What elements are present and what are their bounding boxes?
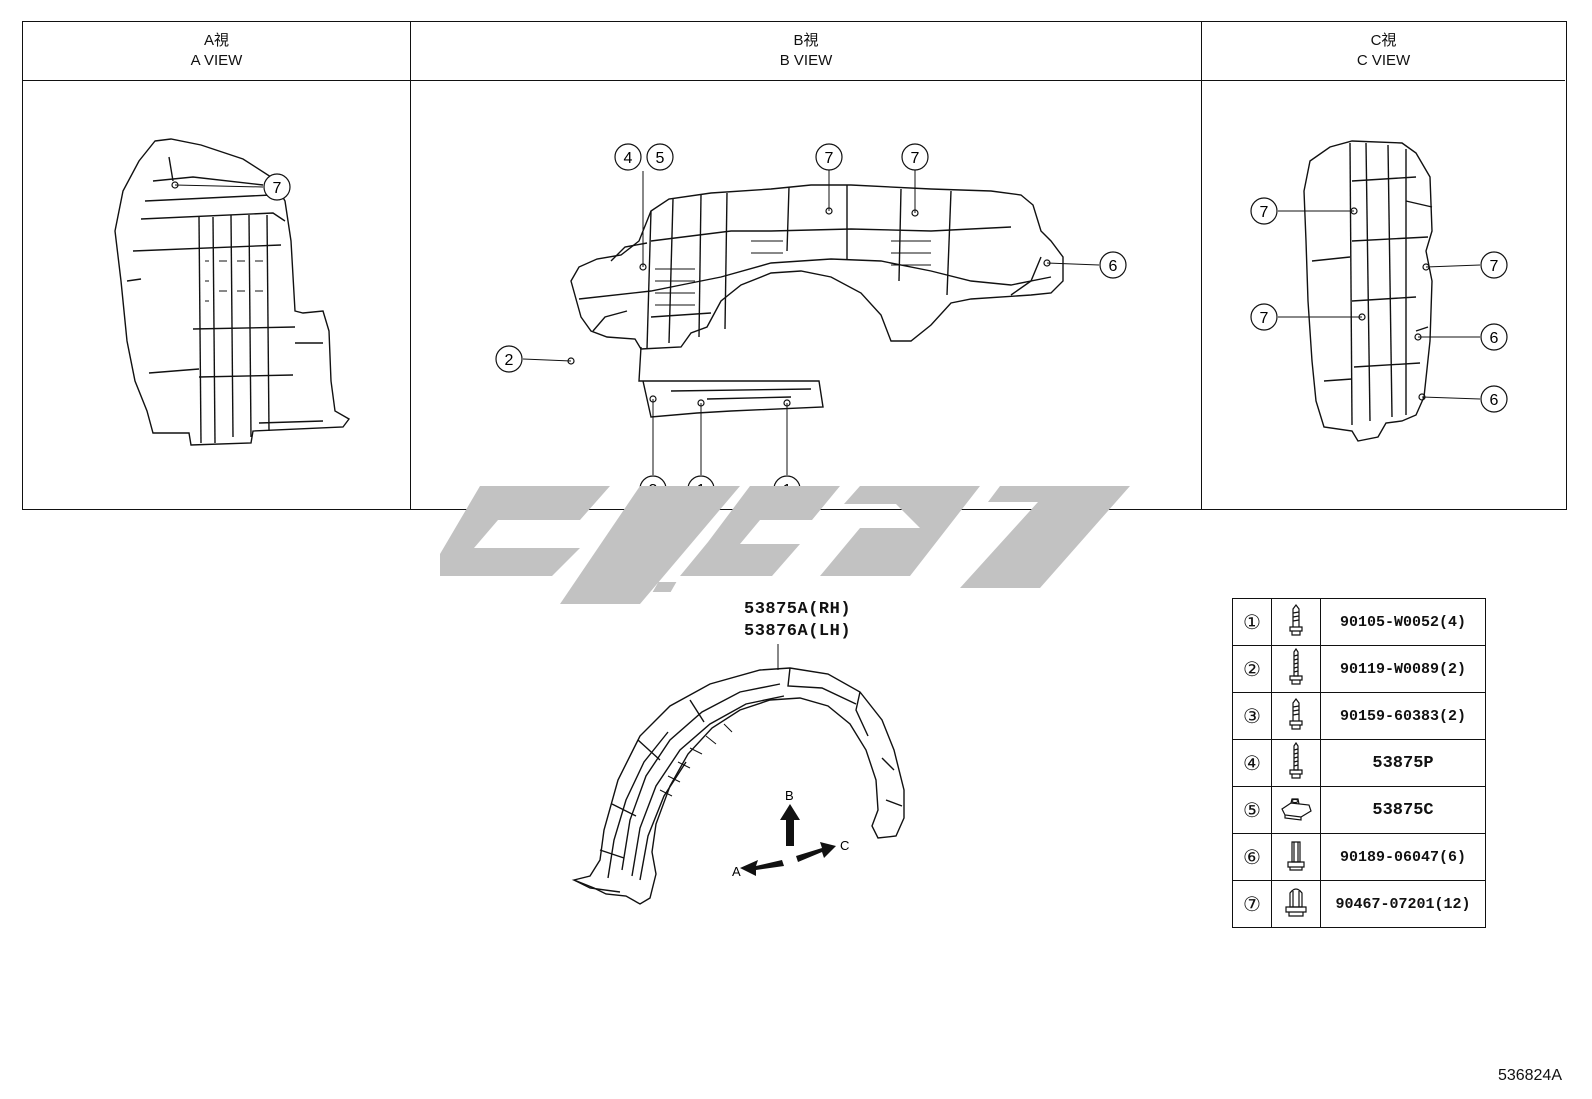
callout-7: 7 [825, 150, 834, 167]
c-view-panel: C視 C VIEW [1201, 22, 1565, 509]
c-view-drawing: 7 7 7 6 6 [1250, 140, 1508, 442]
a-view-title-en: A VIEW [190, 52, 243, 69]
b-view-drawing: 2 3 1 1 4 5 7 7 6 [495, 143, 1127, 503]
a-view-hatching [205, 260, 263, 302]
callout-6: 6 [1490, 392, 1499, 409]
callout-6: 6 [1109, 258, 1118, 275]
c-view-title-jp: C視 [1370, 32, 1397, 49]
callout-7: 7 [1260, 310, 1269, 327]
watermark-logo [440, 486, 1130, 604]
fastener-part-number: 90189-06047(6) [1320, 833, 1486, 881]
fastener-number: ④ [1232, 739, 1272, 787]
a-view-header: A視 A VIEW [23, 22, 410, 81]
direction-label-a: A [732, 864, 741, 879]
part-number-rh: 53875A(RH) [744, 600, 852, 619]
fastener-number: ⑥ [1232, 833, 1272, 881]
fastener-part-number: 90119-W0089(2) [1320, 645, 1486, 693]
fastener-number: ② [1232, 645, 1272, 693]
fastener-part-number: 90105-W0052(4) [1320, 598, 1486, 646]
b-view-panel: B視 B VIEW [410, 22, 1201, 509]
push-rivet-icon [1271, 833, 1321, 881]
fastener-part-number: 90159-60383(2) [1320, 692, 1486, 740]
fastener-part-number: 90467-07201(12) [1320, 880, 1486, 928]
fastener-table: ① 90105-W0052(4) ② 90119-W0089(2) ③ 9015… [1232, 598, 1486, 928]
c-view-leader-lines [1278, 210, 1481, 400]
callout-7: 7 [911, 150, 920, 167]
c-view-callouts: 7 7 7 6 6 [1250, 197, 1508, 413]
b-view-header: B視 B VIEW [411, 22, 1201, 81]
c-view-header: C視 C VIEW [1202, 22, 1565, 81]
callout-4: 4 [624, 150, 633, 167]
table-row: ⑦ 90467-07201(12) [1232, 880, 1486, 928]
table-row: ⑥ 90189-06047(6) [1232, 833, 1486, 881]
callout-circle [263, 173, 291, 201]
a-view-title-jp: A視 [203, 32, 229, 49]
a-view-panel: A視 A VIEW [23, 22, 410, 509]
watermark-shapes [440, 486, 1130, 604]
arrow-a-icon [740, 860, 784, 876]
b-view-callouts: 2 3 1 1 4 5 7 7 6 [495, 143, 1127, 503]
fastener-part-number: 53875P [1320, 739, 1486, 787]
b-view-hatching [655, 240, 931, 306]
part-number-lh: 53876A(LH) [744, 622, 852, 641]
fender-liner-side-outline [114, 138, 351, 446]
table-row: ① 90105-W0052(4) [1232, 598, 1486, 646]
fender-liner-rear-outline [1303, 140, 1433, 442]
table-row: ⑤ 53875C [1232, 786, 1486, 834]
arrow-c-icon [796, 842, 836, 862]
direction-label-c: C [840, 838, 849, 853]
diagram-reference-number: 536824A [1497, 1067, 1562, 1084]
fastener-part-number: 53875C [1320, 786, 1486, 834]
table-row: ② 90119-W0089(2) [1232, 645, 1486, 693]
fender-liner-bottom-outline [570, 184, 1064, 418]
fender-liner-outline [571, 667, 905, 905]
direction-label-b: B [785, 788, 794, 803]
fender-liner-main-drawing: B C A [571, 644, 905, 905]
leader-line [174, 184, 264, 188]
bolt-icon [1271, 692, 1321, 740]
fastener-number: ① [1232, 598, 1272, 646]
fastener-number: ③ [1232, 692, 1272, 740]
bolt-icon [1271, 598, 1321, 646]
b-view-title-jp: B視 [793, 32, 819, 49]
fastener-number: ⑦ [1232, 880, 1272, 928]
table-row: ④ 53875P [1232, 739, 1486, 787]
callout-7: 7 [273, 180, 282, 197]
long-screw-icon [1271, 739, 1321, 787]
arrow-b-icon [780, 804, 800, 846]
long-screw-icon [1271, 645, 1321, 693]
grommet-clip-icon [1271, 880, 1321, 928]
main-drawing-hatching [659, 723, 733, 797]
table-row: ③ 90159-60383(2) [1232, 692, 1486, 740]
b-view-title-en: B VIEW [779, 52, 833, 69]
direction-arrows: B C A [732, 788, 849, 879]
a-view-drawing: 7 [114, 138, 351, 446]
view-panels: A視 A VIEW [22, 21, 1567, 510]
c-view-title-en: C VIEW [1356, 52, 1411, 69]
callout-5: 5 [656, 150, 665, 167]
callout-7: 7 [1260, 204, 1269, 221]
clip-nut-icon [1271, 786, 1321, 834]
callout-6: 6 [1490, 330, 1499, 347]
callout-7: 7 [1490, 258, 1499, 275]
callout-2: 2 [505, 352, 514, 369]
fastener-number: ⑤ [1232, 786, 1272, 834]
b-view-leader-lines [522, 169, 1100, 475]
